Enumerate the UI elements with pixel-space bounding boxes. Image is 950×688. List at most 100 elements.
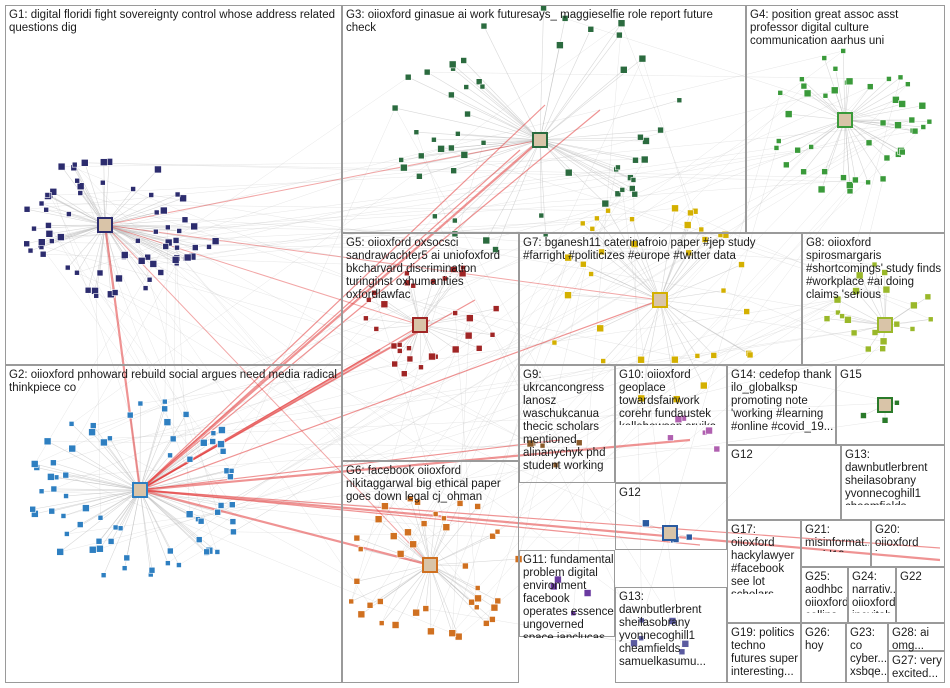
graph-node <box>219 448 227 455</box>
edge <box>539 29 592 141</box>
edge <box>452 64 541 141</box>
edge <box>723 92 781 291</box>
graph-node <box>190 222 198 231</box>
edge <box>408 76 541 141</box>
edge <box>483 139 541 144</box>
graph-node <box>206 244 212 250</box>
graph-node <box>406 495 414 503</box>
group-box-g23 <box>846 623 888 683</box>
graph-node <box>148 566 156 574</box>
group-box-g17 <box>727 520 801 623</box>
edge <box>139 422 168 491</box>
graph-node <box>43 437 52 446</box>
graph-node <box>389 532 398 540</box>
graph-node <box>456 500 464 507</box>
graph-node <box>210 430 217 436</box>
edge <box>539 139 542 216</box>
edge <box>104 198 184 226</box>
edge <box>139 489 207 553</box>
graph-node <box>619 65 628 74</box>
graph-node <box>126 411 134 419</box>
graph-node <box>120 251 129 259</box>
edge <box>419 139 541 177</box>
graph-node <box>657 126 664 134</box>
graph-node <box>852 287 860 295</box>
graph-node <box>217 440 225 448</box>
graph-node <box>209 438 217 445</box>
graph-node <box>185 510 194 518</box>
graph-node <box>881 269 888 276</box>
edge <box>84 162 844 178</box>
graph-node <box>886 76 892 82</box>
edge <box>43 253 464 269</box>
edge <box>443 257 569 519</box>
graph-node <box>179 194 187 203</box>
graph-node <box>30 460 39 468</box>
edge <box>365 317 421 326</box>
graph-node <box>63 493 69 499</box>
graph-node <box>64 531 70 537</box>
graph-node <box>821 55 828 61</box>
highlight-edge <box>104 224 431 566</box>
graph-node <box>64 264 71 271</box>
edge <box>41 169 617 243</box>
edge <box>61 166 106 226</box>
graph-node <box>161 405 168 413</box>
edge <box>659 299 747 312</box>
edge <box>539 139 546 235</box>
edge <box>844 119 903 153</box>
graph-node <box>845 77 854 86</box>
edge <box>467 113 541 141</box>
graph-node <box>600 358 606 364</box>
graph-node <box>455 131 461 137</box>
edge <box>482 86 541 141</box>
group-box-g9 <box>519 365 615 483</box>
graph-node <box>783 161 790 169</box>
edge <box>137 147 777 242</box>
graph-node <box>135 237 141 244</box>
graph-node <box>554 575 562 584</box>
edge <box>72 263 177 449</box>
group-label-g16: G14: cedefop thank ilo_globalksp promoti… <box>731 369 835 433</box>
graph-node <box>396 348 403 354</box>
graph-node <box>199 438 208 447</box>
graph-node <box>924 293 932 301</box>
edge <box>462 86 871 274</box>
graph-node <box>74 269 80 276</box>
graph-node <box>479 83 486 90</box>
graph-node <box>738 261 745 268</box>
highlight-edge <box>139 139 541 491</box>
graph-node <box>911 127 919 135</box>
graph-node <box>437 145 445 153</box>
graph-node <box>93 293 100 299</box>
edge <box>659 264 742 301</box>
hub-node-avatar <box>652 292 668 308</box>
graph-node <box>404 270 410 277</box>
graph-node <box>406 355 414 363</box>
graph-node <box>458 269 467 278</box>
graph-node <box>50 459 57 467</box>
edge <box>378 290 857 520</box>
edge <box>844 119 856 181</box>
edge <box>539 34 620 141</box>
edge <box>554 299 661 343</box>
graph-node <box>840 48 846 54</box>
edge <box>844 119 884 180</box>
graph-node <box>588 271 594 277</box>
graph-node <box>171 256 180 264</box>
edge <box>429 558 519 566</box>
edge <box>80 186 371 606</box>
graph-node <box>130 186 136 192</box>
graph-node <box>409 540 417 549</box>
edge <box>463 60 541 141</box>
edge <box>539 139 645 160</box>
edge <box>539 99 680 141</box>
graph-node <box>112 524 119 531</box>
graph-node <box>29 505 37 513</box>
graph-node <box>894 399 900 406</box>
graph-node <box>637 394 646 403</box>
graph-node <box>96 544 104 553</box>
edge <box>458 312 839 637</box>
hub-node-avatar <box>422 557 438 573</box>
edge <box>659 234 721 301</box>
